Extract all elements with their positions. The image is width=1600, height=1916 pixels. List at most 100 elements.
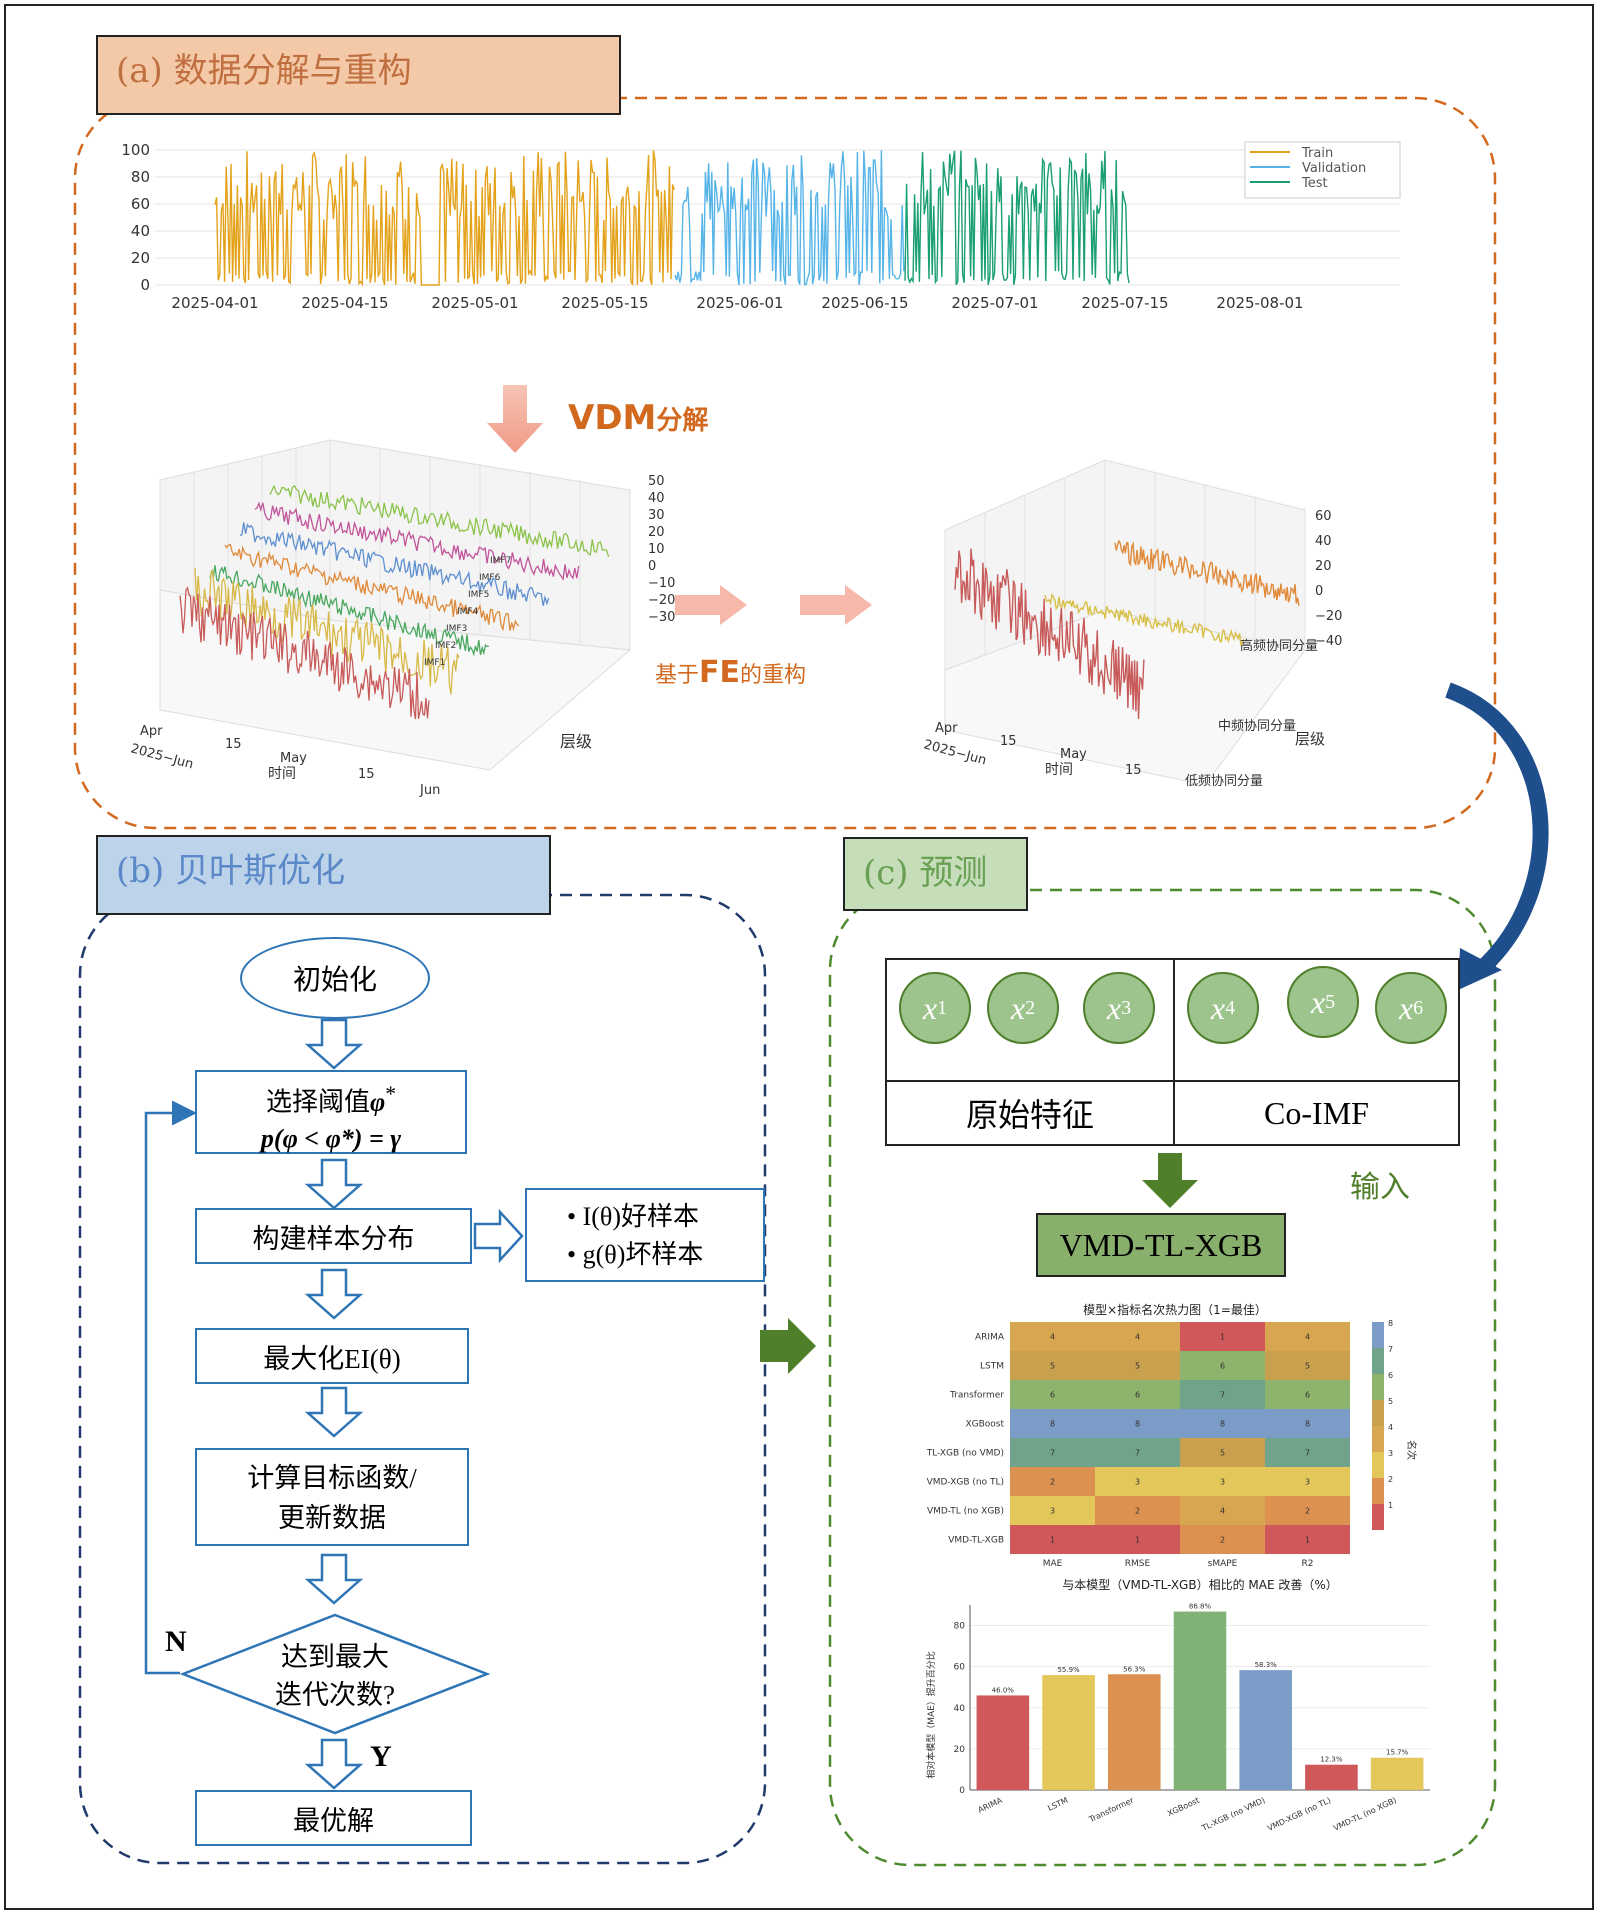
x-tick-apr-r: Apr bbox=[935, 721, 958, 736]
step4-line1: 计算目标函数/ bbox=[247, 1463, 417, 1493]
heatmap-cell bbox=[1180, 1322, 1265, 1351]
heatmap-row-label: ARIMA bbox=[975, 1333, 1005, 1343]
heatmap-cell bbox=[1095, 1438, 1180, 1467]
heatmap-cell-value: 5 bbox=[1220, 1449, 1225, 1458]
ts-xtick: 2025-05-15 bbox=[561, 294, 648, 312]
legend-train: Train bbox=[1301, 146, 1333, 161]
heatmap-cell bbox=[1180, 1380, 1265, 1409]
p3r-ztick: 0 bbox=[1315, 584, 1323, 599]
heatmap-col-label: MAE bbox=[1043, 1559, 1063, 1569]
heatmap-cell bbox=[1095, 1467, 1180, 1496]
level-axis-label-right: 层级 bbox=[1295, 730, 1325, 748]
heatmap-cell-value: 3 bbox=[1220, 1478, 1225, 1487]
p3l-ztick: 50 bbox=[648, 474, 665, 489]
heatmap-cell-value: 5 bbox=[1050, 1362, 1055, 1371]
bar-1 bbox=[1042, 1675, 1095, 1790]
ts-xtick: 2025-05-01 bbox=[431, 294, 518, 312]
p3l-imf-line bbox=[209, 565, 489, 657]
heatmap-cell bbox=[1010, 1409, 1095, 1438]
input-label: 输入 bbox=[1350, 1170, 1410, 1205]
heatmap-row-label: VMD-TL-XGB bbox=[948, 1536, 1004, 1546]
colorbar-segment bbox=[1372, 1400, 1384, 1426]
heatmap-cell bbox=[1265, 1380, 1350, 1409]
bar-category-label: VMD-TL (no XGB) bbox=[1332, 1796, 1398, 1833]
heatmap-row-label: LSTM bbox=[980, 1362, 1004, 1372]
heatmap-cell-value: 3 bbox=[1305, 1478, 1310, 1487]
high-freq-level: 高频协同分量 bbox=[1240, 638, 1318, 654]
heatmap-cell-value: 6 bbox=[1220, 1362, 1225, 1371]
heatmap-cell-value: 7 bbox=[1305, 1449, 1310, 1458]
bar-value-label: 58.3% bbox=[1255, 1661, 1278, 1669]
colorbar-tick: 3 bbox=[1388, 1449, 1393, 1458]
p3r-ztick: 20 bbox=[1315, 559, 1332, 574]
optimal-solution-node: 最优解 bbox=[195, 1790, 472, 1846]
colorbar-segment bbox=[1372, 1374, 1384, 1400]
heatmap-row-label: VMD-TL (no XGB) bbox=[927, 1507, 1004, 1517]
heatmap-cell bbox=[1010, 1438, 1095, 1467]
heatmap-col-label: sMAPE bbox=[1208, 1559, 1238, 1569]
bar-3 bbox=[1173, 1611, 1227, 1790]
heatmap-cell bbox=[1180, 1438, 1265, 1467]
ts-ytick: 60 bbox=[131, 195, 150, 213]
bar-value-label: 55.9% bbox=[1057, 1666, 1080, 1674]
p3r-component-line bbox=[1114, 539, 1300, 606]
ts-series-line bbox=[214, 150, 675, 287]
p3r-component-line bbox=[954, 548, 1145, 719]
ts-series-line bbox=[904, 150, 1130, 286]
ts-ytick: 20 bbox=[131, 249, 150, 267]
select-threshold-node: 选择阈值φ* p(φ < φ*) = γ bbox=[195, 1070, 467, 1154]
bar-ytick: 40 bbox=[954, 1704, 966, 1714]
bar-4 bbox=[1239, 1670, 1292, 1790]
heatmap-cell-value: 6 bbox=[1135, 1391, 1140, 1400]
x-tick-jun2: Jun bbox=[419, 783, 440, 798]
yes-label: Y bbox=[370, 1740, 392, 1773]
p3r-ztick: −40 bbox=[1315, 634, 1342, 649]
bar-category-label: Transformer bbox=[1087, 1795, 1136, 1824]
bar-value-label: 46.0% bbox=[992, 1686, 1015, 1694]
vdm-down-arrow-icon bbox=[487, 385, 543, 453]
colorbar-tick: 5 bbox=[1388, 1397, 1393, 1406]
heatmap-cell bbox=[1180, 1496, 1265, 1525]
bar-title: 与本模型（VMD-TL-XGB）相比的 MAE 改善（%） bbox=[1062, 1577, 1338, 1592]
heatmap-cell-value: 8 bbox=[1050, 1420, 1055, 1429]
colorbar-tick: 2 bbox=[1388, 1475, 1393, 1484]
p3l-level-tick: IMF7 bbox=[490, 556, 511, 566]
p3l-ztick: 40 bbox=[648, 491, 665, 506]
coimf-label: Co-IMF bbox=[1264, 1094, 1369, 1131]
decision-text: 达到最大 迭代次数? bbox=[255, 1638, 415, 1714]
low-freq-level: 低频协同分量 bbox=[1185, 774, 1263, 789]
x-tick-15b: 15 bbox=[358, 767, 375, 782]
p3l-imf-line bbox=[254, 501, 580, 582]
heatmap-cell-value: 8 bbox=[1135, 1420, 1140, 1429]
heatmap-cell bbox=[1010, 1380, 1095, 1409]
bar-ytick: 0 bbox=[959, 1786, 965, 1796]
legend-test: Test bbox=[1301, 176, 1328, 191]
sample-types-node: • I(θ)好样本 • g(θ)坏样本 bbox=[525, 1188, 765, 1282]
no-label: N bbox=[165, 1625, 187, 1658]
p3l-imf-line bbox=[194, 567, 460, 695]
heatmap-cell bbox=[1265, 1351, 1350, 1380]
ts-xtick: 2025-06-01 bbox=[696, 294, 783, 312]
fe-prefix: 基于 bbox=[655, 663, 700, 688]
heatmap-cell-value: 8 bbox=[1220, 1420, 1225, 1429]
x-axis-label-right: 时间 bbox=[1045, 762, 1073, 778]
heatmap-cell-value: 5 bbox=[1135, 1362, 1140, 1371]
ts-ytick: 40 bbox=[131, 222, 150, 240]
heatmap-cell-value: 6 bbox=[1305, 1391, 1310, 1400]
p3l-level-tick: IMF6 bbox=[479, 573, 501, 583]
heatmap-cell bbox=[1095, 1409, 1180, 1438]
bar-ylabel: 相对本模型（MAE）提升百分比 bbox=[925, 1651, 937, 1779]
heatmap-cell-value: 4 bbox=[1305, 1333, 1310, 1342]
ts-xtick: 2025-04-15 bbox=[301, 294, 388, 312]
p3l-ztick: −10 bbox=[648, 576, 675, 591]
ts-ytick: 0 bbox=[140, 276, 150, 294]
colorbar-segment bbox=[1372, 1348, 1384, 1374]
heatmap-cell-value: 2 bbox=[1305, 1507, 1310, 1516]
bar-ytick: 60 bbox=[954, 1663, 966, 1673]
heatmap-cell-value: 1 bbox=[1135, 1536, 1140, 1545]
heatmap-cell-value: 6 bbox=[1050, 1391, 1055, 1400]
